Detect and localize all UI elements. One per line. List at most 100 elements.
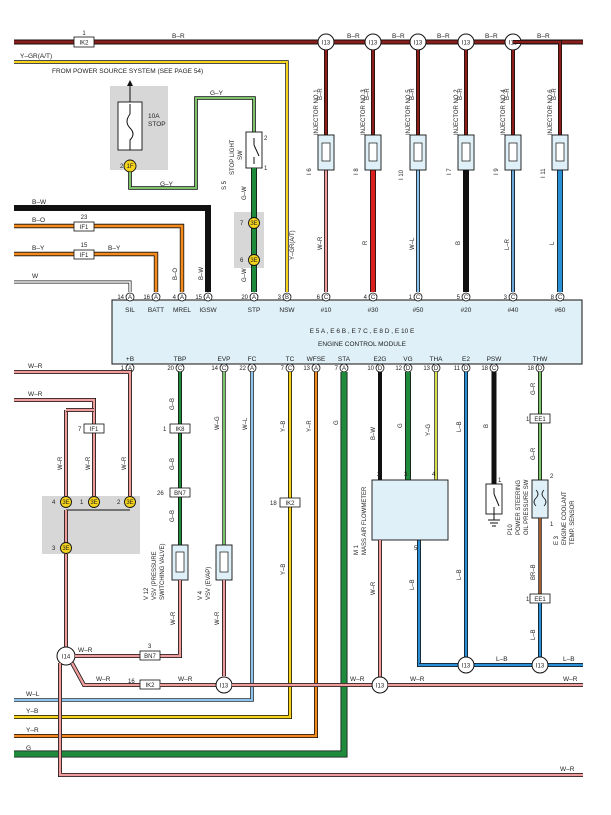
ecm-bottom-pin-name: E2G	[373, 356, 386, 363]
ecm-bottom-pin-connector: C	[288, 366, 293, 372]
bo-label-2: B–O	[173, 268, 179, 280]
ecm-bottom-pin-connector: C	[178, 366, 183, 372]
ecm-bottom-pin-name: +B	[126, 356, 134, 363]
ect-pin-1: 1	[550, 522, 554, 528]
maf-lb-label: L–B	[410, 579, 416, 590]
j3e-3: 3E	[126, 500, 133, 506]
ecm-top-pin-number: 16	[143, 295, 150, 301]
injector-1-wire-top: B–R	[318, 88, 324, 100]
ik2-top-label: IK2	[79, 41, 89, 47]
ecm-bottom-pin-name: TBP	[174, 356, 187, 363]
bottom-i13-d: I13	[536, 664, 545, 670]
ecm-bottom-pin-number: 11	[454, 366, 461, 372]
gy-wire: G–Y G–Y	[128, 90, 256, 190]
yr-label: Y–R	[307, 420, 313, 432]
ecm-top-pin-connector: C	[558, 295, 563, 301]
ecm-bottom-pin-number: 18	[481, 366, 488, 372]
bottom-wr-1: W–R	[78, 647, 93, 654]
lower-ik2-pin: 18	[270, 501, 277, 507]
ecm-bottom-pin-name: STA	[338, 356, 351, 363]
maf-pin-5: 5	[414, 546, 418, 552]
top-bus: IK2 1 B–R Y–GR(A/T) FROM POWER SOURCE SY…	[14, 31, 583, 75]
maf-pin-4: 4	[432, 472, 436, 478]
gb-label-3: G–B	[170, 510, 176, 522]
ygr-wire: Y–GR(A/T)	[14, 60, 296, 292]
injector-3: I 8 INJECTOR NO.3 B–R R	[354, 88, 382, 245]
ecm-top-pin-name: #20	[461, 307, 472, 314]
ecm-top-pin-number: 15	[195, 295, 202, 301]
wr-b-label: W–R	[86, 456, 92, 470]
bottom-wr-2: W–R	[96, 676, 111, 683]
ecm-top-pin-number: 14	[117, 295, 124, 301]
g-label: G	[334, 420, 340, 425]
ecm-top-pin-name: BATT	[148, 307, 164, 314]
injector-5-wire-top: B–R	[410, 88, 416, 100]
bo-label: B–O	[32, 217, 45, 224]
injector-3-name: INJECTOR NO.3	[361, 89, 367, 135]
maf-pin-2: 2	[377, 472, 381, 478]
ecm-top-pin: C4#30	[364, 292, 379, 314]
bottom-ik2: IK2	[145, 683, 155, 689]
gb-label-1: G–B	[170, 398, 176, 410]
ecm-top-pin-number: 4	[364, 295, 368, 301]
yb-label-1: Y–B	[281, 421, 287, 432]
lb-label-bottom-2: L–B	[563, 656, 575, 663]
junction-i13-4: I13	[462, 41, 471, 47]
j3e-3-pin: 2	[117, 500, 121, 506]
top-bus-label: B–R	[172, 33, 185, 40]
injector-4-wire-bot: L–R	[505, 238, 511, 250]
ik8-pin: 1	[163, 427, 167, 433]
ecm-bottom-pin-connector: C	[492, 366, 497, 372]
ecm-top-pin-name: STP	[248, 307, 261, 314]
ecm-bottom-pin-connector: D	[538, 366, 543, 372]
j3e-2: 3E	[90, 500, 97, 506]
injector-3-wire-top: B–R	[365, 88, 371, 100]
wg-label: W–G	[215, 416, 221, 430]
ygr-label: Y–GR(A/T)	[20, 53, 52, 60]
source-text: FROM POWER SOURCE SYSTEM (SEE PAGE 54)	[52, 68, 203, 75]
ik2-top-pin: 1	[82, 31, 86, 37]
ee1-a-pin: 1	[526, 417, 530, 423]
ecm-bottom-pin-connector: A	[128, 366, 132, 372]
ecm-top-pin-connector: C	[416, 295, 421, 301]
ecm-top-pin-connector: A	[128, 295, 132, 301]
bw-label-2: B–W	[199, 267, 205, 280]
ecm-top-pin-name: #60	[555, 307, 566, 314]
if1-a: IF1	[80, 225, 89, 231]
e2-lb-label: L–B	[457, 421, 463, 432]
psw-b-label: B	[484, 424, 490, 428]
maf-pin-3: 3	[404, 472, 408, 478]
ecm-top-pin-connector: A	[206, 295, 210, 301]
ecm-top-pin-number: 3	[504, 295, 508, 301]
injector-4-id: I 9	[494, 168, 500, 175]
stop-switch-pin-top: 2	[264, 136, 268, 142]
ecm-top-pin-name: #10	[321, 307, 332, 314]
junction-i13-1: I13	[322, 41, 331, 47]
maf-id: M 1	[354, 544, 360, 555]
ecm-top-pin-name: #50	[413, 307, 424, 314]
maf-name: MASS AIR FLOWMETER	[362, 486, 368, 555]
bus-label-2: B–R	[392, 33, 405, 40]
bottom-wr-6: W–R	[563, 676, 578, 683]
lb-label-bottom-1: L–B	[496, 656, 508, 663]
injector-2: I 7 INJECTOR NO.2 B–R B	[447, 88, 475, 245]
j3e-4: 3E	[62, 546, 69, 552]
bus-label-5: B–R	[537, 33, 550, 40]
stop-switch-name-2: SW	[238, 150, 244, 160]
psw-pin: 1	[498, 478, 502, 484]
injector-boxes: I 6 INJECTOR NO.1 B–R W–R I 8 INJECTOR N…	[307, 88, 569, 250]
ecm-bottom-pin-number: 18	[527, 366, 534, 372]
wr-top1-label: W–R	[28, 363, 43, 370]
ecm-top-pin-connector: C	[324, 295, 329, 301]
bus-label-3: B–R	[437, 33, 450, 40]
j3e-2-pin: 1	[80, 500, 84, 506]
bottom-wr-long: W–R	[560, 766, 575, 773]
ecm-bottom-pin-name: THW	[533, 356, 549, 363]
injector-2-wire-top: B–R	[458, 88, 464, 100]
ecm-top-pin: C1#50	[409, 292, 424, 314]
